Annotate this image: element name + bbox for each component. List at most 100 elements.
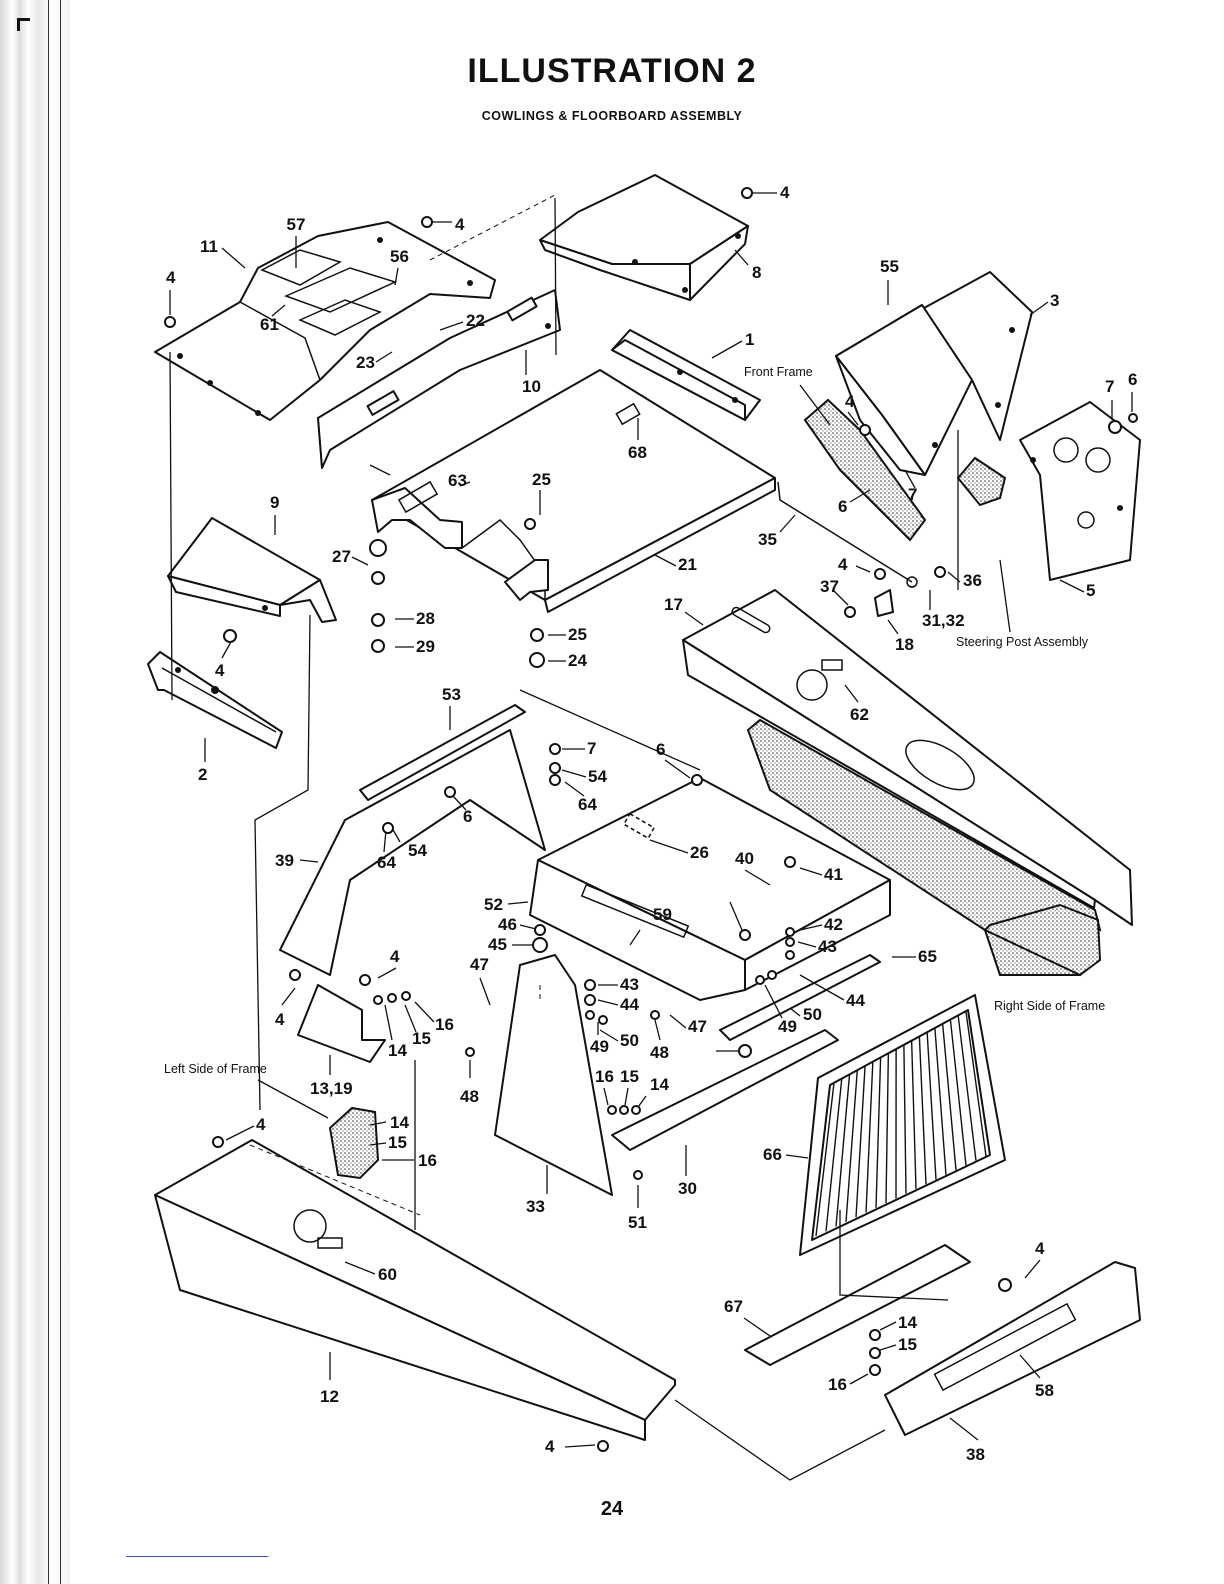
callout-15: 15 (620, 1067, 639, 1086)
plate-part-65 (744, 1244, 971, 1366)
callout-42: 44 (846, 991, 865, 1010)
bracket-part-2 (147, 651, 283, 749)
callout-26: 27 (332, 547, 351, 566)
right-frame-label: Right Side of Frame (994, 999, 1105, 1013)
callout-7: 7 (908, 485, 917, 504)
left-side-frame (328, 1106, 380, 1180)
callout-16: 16 (595, 1067, 614, 1086)
grille-bar (845, 1070, 858, 1222)
callout-14: 14 (650, 1075, 669, 1094)
callout-45: 47 (688, 1017, 707, 1036)
callout-29: 30 (678, 1179, 697, 1198)
callout-4: 4 (455, 215, 465, 234)
grille-part-64 (799, 994, 1006, 1256)
callout-42: 44 (620, 995, 639, 1014)
callout-8: 8 (752, 263, 761, 282)
callout-65: 67 (724, 1297, 743, 1316)
page-subtitle: COWLINGS & FLOORBOARD ASSEMBLY (481, 109, 743, 123)
callout-4: 4 (166, 268, 176, 287)
grille-bar (865, 1062, 874, 1213)
grille-bar (875, 1057, 882, 1208)
callout-12: 12 (320, 1387, 339, 1406)
callout-51: 53 (442, 685, 461, 704)
callout-17: 17 (664, 595, 683, 614)
callout-20: 21 (678, 555, 697, 574)
callout-39: 41 (824, 865, 843, 884)
callout-30: 31,32 (922, 611, 965, 630)
callout-27: 28 (416, 609, 435, 628)
callout-15: 15 (388, 1133, 407, 1152)
callout-6: 6 (656, 740, 665, 759)
callout-2: 2 (198, 765, 207, 784)
callout-14: 14 (898, 1313, 917, 1332)
grille-bar (957, 1016, 977, 1161)
callout-15: 15 (412, 1029, 431, 1048)
callout-1: 1 (745, 330, 754, 349)
page-title: ILLUSTRATION 2 (467, 52, 757, 90)
floorboard-part-20 (371, 369, 776, 613)
hood-panel-part-3 (835, 271, 1033, 476)
seat-cowl-part-50 (529, 777, 891, 1001)
callout-labels: 57 4 11 56 4 4 8 55 3 61 22 23 10 1 Fron… (164, 183, 1137, 1464)
grille-bar (918, 1037, 927, 1185)
callout-49: 51 (628, 1213, 647, 1232)
page-number: 24 (600, 1498, 624, 1520)
callout-46: 48 (460, 1087, 479, 1106)
callout-25: 26 (690, 843, 709, 862)
panel-part-36 (884, 1261, 1141, 1436)
callout-53: 55 (880, 257, 899, 276)
callout-4: 4 (838, 555, 848, 574)
callout-4: 4 (780, 183, 790, 202)
callout-22: 23 (356, 353, 375, 372)
callout-23: 24 (568, 651, 587, 670)
callout-15: 15 (898, 1335, 917, 1354)
callout-55: 57 (287, 215, 306, 234)
callout-4: 4 (275, 1010, 285, 1029)
seat-panel-part-51 (359, 704, 526, 801)
rail-part-29 (611, 1029, 839, 1151)
bottom-rule (126, 1556, 268, 1557)
callout-40: 42 (824, 915, 843, 934)
shroud-part-9 (167, 517, 337, 623)
callout-9: 9 (270, 493, 279, 512)
rod-part-33 (777, 481, 918, 617)
channel-part-1 (611, 329, 761, 421)
callout-4: 4 (390, 947, 400, 966)
grille-bar (934, 1028, 947, 1175)
callout-leaders (169, 192, 1133, 1448)
callout-58: 60 (378, 1265, 397, 1284)
grille-bar (965, 1011, 987, 1157)
fasteners (164, 187, 1138, 1452)
assembly-lines (169, 194, 959, 1481)
steering-post-assembly (956, 401, 1141, 581)
callout-21: 22 (466, 311, 485, 330)
grille-bar (942, 1024, 957, 1171)
grille-bar (855, 1066, 866, 1218)
corner-mark (17, 18, 30, 31)
callout-6: 6 (463, 807, 472, 826)
grille-bar (835, 1074, 851, 1227)
left-frame-label: Left Side of Frame (164, 1062, 267, 1076)
callout-46: 48 (650, 1043, 669, 1062)
front-frame-arm (803, 398, 927, 542)
callout-7: 7 (587, 739, 596, 758)
grille-bar (949, 1020, 967, 1166)
callout-34: 36 (963, 571, 982, 590)
callout-16: 16 (435, 1015, 454, 1034)
binding-line (60, 0, 61, 1584)
callout-24: 25 (532, 470, 551, 489)
grille-bar (926, 1032, 937, 1180)
callout-41: 43 (818, 937, 837, 956)
binding-line (48, 0, 49, 1584)
frame-top-cowl-part-17 (682, 589, 1133, 926)
callout-16: 16 (418, 1151, 437, 1170)
callout-18: 18 (895, 635, 914, 654)
callout-59: 61 (260, 315, 279, 334)
callout-44: 46 (498, 915, 517, 934)
callout-4: 4 (845, 392, 855, 411)
grille-bar (815, 1082, 835, 1237)
callout-37: 39 (275, 851, 294, 870)
grille-bar (885, 1053, 890, 1204)
callout-7: 7 (1105, 377, 1114, 396)
